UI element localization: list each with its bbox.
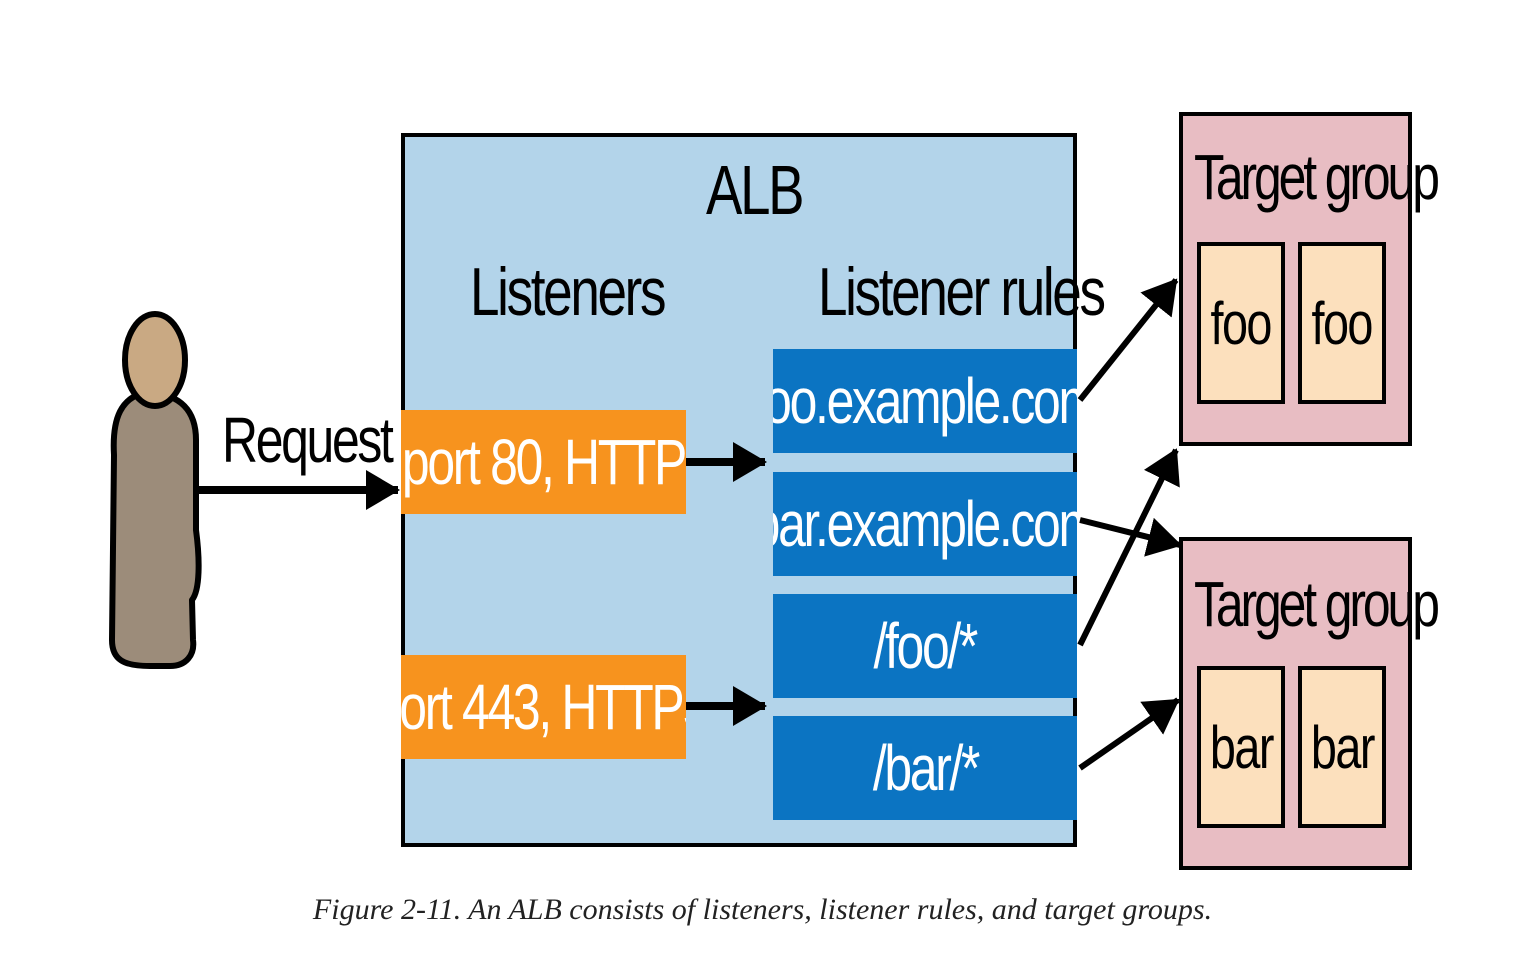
rule-label: /bar/* bbox=[872, 732, 980, 804]
rule-label: /foo/* bbox=[873, 610, 979, 682]
listener-port-80: port 80, HTTP bbox=[401, 410, 686, 514]
target-label: foo bbox=[1311, 289, 1374, 357]
arrow-bar-path-to-tg-bar bbox=[1078, 697, 1180, 771]
listener-label: port 80, HTTP bbox=[401, 426, 686, 498]
listener-port-443: port 443, HTTPS bbox=[401, 655, 686, 759]
target-label: bar bbox=[1310, 713, 1376, 781]
target-label: bar bbox=[1209, 713, 1275, 781]
target-label: foo bbox=[1210, 289, 1273, 357]
figure-caption: Figure 2-11. An ALB consists of listener… bbox=[312, 893, 1213, 926]
rule-bar-path: /bar/* bbox=[773, 716, 1077, 820]
alb-title: ALB bbox=[706, 151, 805, 229]
listener-label: port 443, HTTPS bbox=[401, 671, 686, 743]
rule-label: bar.example.com bbox=[773, 488, 1077, 560]
arrow-bar-host-to-tg-bar bbox=[1079, 517, 1182, 557]
target-bar-2: bar bbox=[1298, 666, 1386, 828]
rule-bar-host: bar.example.com bbox=[773, 472, 1077, 576]
listeners-heading: Listeners bbox=[470, 254, 666, 330]
target-bar-1: bar bbox=[1197, 666, 1285, 828]
target-foo-2: foo bbox=[1298, 242, 1386, 404]
target-foo-1: foo bbox=[1197, 242, 1285, 404]
rule-foo-path: /foo/* bbox=[773, 594, 1077, 698]
rule-label: foo.example.com bbox=[773, 365, 1077, 437]
listener-rules-heading: Listener rules bbox=[818, 254, 1106, 330]
target-group-title: Target group bbox=[1194, 568, 1440, 640]
user-icon bbox=[109, 311, 202, 669]
arrow-foo-host-to-tg-foo bbox=[1077, 278, 1179, 402]
arrow-foo-path-to-tg-foo bbox=[1077, 448, 1180, 647]
rule-foo-host: foo.example.com bbox=[773, 349, 1077, 453]
request-label: Request bbox=[222, 404, 394, 476]
target-group-title: Target group bbox=[1194, 141, 1440, 213]
